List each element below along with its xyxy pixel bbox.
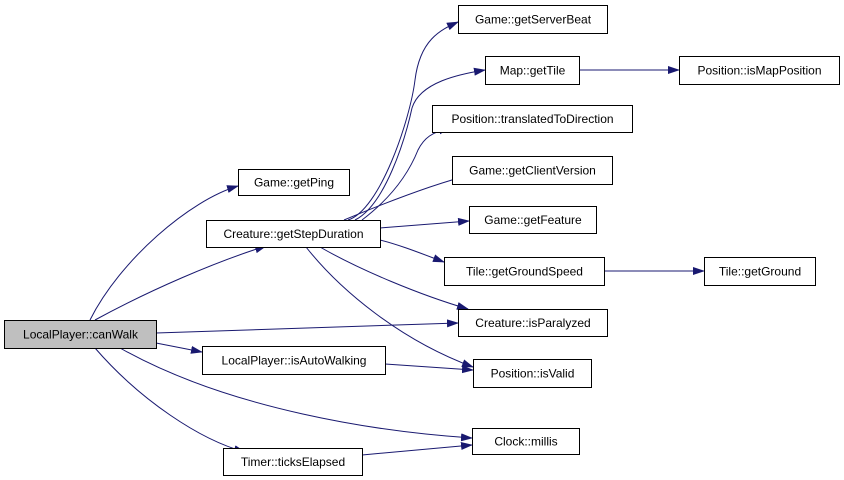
node-getGroundSpeed[interactable]: Tile::getGroundSpeed	[444, 257, 605, 286]
node-box	[238, 169, 350, 196]
node-box	[472, 428, 580, 455]
edge-canWalk-to-getPing	[89, 185, 239, 321]
node-isAutoWalking[interactable]: LocalPlayer::isAutoWalking	[202, 346, 386, 375]
node-box	[444, 257, 605, 286]
node-label: Timer::ticksElapsed	[241, 455, 345, 469]
node-label: Clock::millis	[494, 435, 557, 449]
node-label: Map::getTile	[500, 64, 566, 78]
edge-canWalk-to-ticksElapsed	[94, 347, 246, 454]
node-box	[223, 448, 363, 476]
node-box	[679, 56, 840, 85]
edge-canWalk-to-isAutoWalking	[155, 342, 203, 354]
node-isParalyzed[interactable]: Creature::isParalyzed	[458, 309, 608, 337]
node-box	[452, 156, 613, 185]
edge-getStepDuration-to-getClientVersion	[343, 173, 471, 221]
node-label: Position::translatedToDirection	[451, 112, 613, 126]
edge-isAutoWalking-to-isValid	[384, 363, 474, 374]
edges-layer	[89, 21, 705, 456]
node-getPing[interactable]: Game::getPing	[238, 169, 350, 196]
node-box	[206, 220, 381, 248]
edge-ticksElapsed-to-millis	[361, 442, 473, 456]
edge-getStepDuration-to-getFeature	[379, 217, 470, 229]
node-millis[interactable]: Clock::millis	[472, 428, 580, 455]
node-getStepDuration[interactable]: Creature::getStepDuration	[206, 220, 381, 248]
edge-getStepDuration-to-translatedToDirection	[361, 126, 451, 221]
edge-getStepDuration-to-isValid	[305, 246, 474, 368]
node-getTile[interactable]: Map::getTile	[485, 56, 580, 85]
node-label: Creature::getStepDuration	[223, 227, 363, 241]
node-getGround[interactable]: Tile::getGround	[704, 257, 816, 286]
node-label: LocalPlayer::canWalk	[23, 328, 139, 342]
node-label: Tile::getGroundSpeed	[466, 265, 583, 279]
node-label: Game::getPing	[254, 176, 334, 190]
node-label: Game::getClientVersion	[469, 164, 596, 178]
edge-getStepDuration-to-getTile	[354, 67, 486, 221]
node-label: Creature::isParalyzed	[475, 316, 590, 330]
node-isMapPosition[interactable]: Position::isMapPosition	[679, 56, 840, 85]
node-box	[469, 206, 597, 234]
node-box	[432, 105, 633, 133]
edge-canWalk-to-getStepDuration	[94, 245, 267, 321]
node-ticksElapsed[interactable]: Timer::ticksElapsed	[223, 448, 363, 476]
edge-getStepDuration-to-getGroundSpeed	[379, 239, 445, 263]
node-label: Tile::getGround	[719, 265, 801, 279]
edge-getStepDuration-to-isParalyzed	[319, 246, 469, 310]
node-getFeature[interactable]: Game::getFeature	[469, 206, 597, 234]
nodes-layer: LocalPlayer::canWalk Game::getPingCreatur…	[4, 5, 840, 476]
node-label: Position::isMapPosition	[697, 64, 821, 78]
node-box	[458, 5, 608, 34]
node-translatedToDirection[interactable]: Position::translatedToDirection	[432, 105, 633, 133]
node-label: Position::isValid	[491, 367, 575, 381]
edge-getStepDuration-to-getServerBeat	[347, 21, 459, 221]
node-label: Game::getServerBeat	[475, 13, 592, 27]
node-box	[473, 359, 592, 388]
node-label: LocalPlayer::isAutoWalking	[222, 354, 367, 368]
node-getClientVersion[interactable]: Game::getClientVersion	[452, 156, 613, 185]
node-isValid[interactable]: Position::isValid	[473, 359, 592, 388]
edge-canWalk-to-millis	[119, 347, 473, 442]
edge-canWalk-to-isParalyzed	[155, 319, 459, 334]
node-box	[458, 309, 608, 337]
node-canWalk: LocalPlayer::canWalk	[4, 320, 157, 349]
node-box	[485, 56, 580, 85]
node-label: Game::getFeature	[484, 213, 582, 227]
node-box	[704, 257, 816, 286]
node-box	[4, 320, 157, 349]
node-getServerBeat[interactable]: Game::getServerBeat	[458, 5, 608, 34]
node-box	[202, 346, 386, 375]
